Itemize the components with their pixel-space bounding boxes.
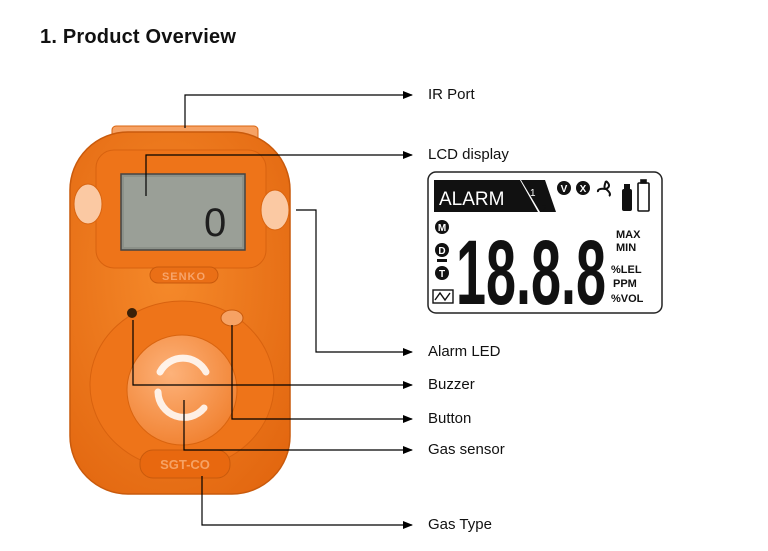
- lcd-max: MAX: [616, 229, 641, 241]
- lcd-m-text: M: [438, 223, 446, 234]
- brand-logo: SENKO: [162, 271, 206, 283]
- alarm-banner: [434, 180, 538, 212]
- lcd-alarm-level-2: 2: [541, 204, 547, 215]
- leader-gas-sensor: [183, 400, 413, 454]
- gas-sensor: [126, 334, 238, 446]
- gas-cylinder-icon: [622, 184, 632, 211]
- gas-detector-device: [69, 125, 291, 495]
- v-badge: [557, 181, 571, 195]
- leader-ir-port: [184, 91, 413, 128]
- lcd-alarm-text: ALARM: [439, 189, 504, 210]
- callout-lcd-display: LCD display: [428, 146, 509, 163]
- alarm-led-left: [73, 183, 103, 225]
- lcd-min: MIN: [616, 242, 636, 254]
- fan-icon: [596, 180, 611, 197]
- lcd-digits: 18.8.8: [456, 222, 606, 324]
- callout-alarm-led: Alarm LED: [428, 343, 501, 360]
- buzzer-hole: [127, 308, 137, 318]
- lcd-d-text: D: [438, 246, 445, 257]
- device-button: [220, 309, 244, 327]
- page-title: 1. Product Overview: [40, 26, 237, 48]
- device-reading: 0: [204, 201, 226, 245]
- m-badge: [435, 220, 449, 234]
- leader-buzzer: [132, 320, 413, 389]
- gas-type-label: SGT-CO: [160, 457, 210, 472]
- lcd-detail-panel: [427, 171, 663, 314]
- x-badge: [576, 181, 590, 195]
- lcd-v-text: V: [561, 184, 568, 195]
- lcd-ppm: PPM: [613, 278, 637, 290]
- callout-gas-sensor: Gas sensor: [428, 441, 505, 458]
- callout-button: Button: [428, 410, 472, 427]
- leader-gas-type: [201, 476, 413, 529]
- lcd-lel: %LEL: [611, 264, 642, 276]
- callout-gas-type: Gas Type: [428, 516, 492, 533]
- alarm-led-right: [260, 189, 290, 231]
- d-badge: [435, 243, 449, 257]
- battery-icon: [637, 179, 650, 212]
- leader-button: [231, 325, 413, 423]
- lcd-alarm-level-1: 1: [530, 188, 536, 199]
- leader-lines: [132, 91, 413, 529]
- callout-ir-port: IR Port: [428, 86, 475, 103]
- leader-alarm-led: [296, 209, 413, 356]
- callout-buzzer: Buzzer: [428, 376, 475, 393]
- lcd-x-text: X: [580, 184, 587, 195]
- lcd-vol: %VOL: [611, 293, 644, 305]
- leader-lcd-display: [145, 151, 413, 196]
- t-badge: [435, 266, 449, 280]
- lcd-t-text: T: [439, 269, 445, 280]
